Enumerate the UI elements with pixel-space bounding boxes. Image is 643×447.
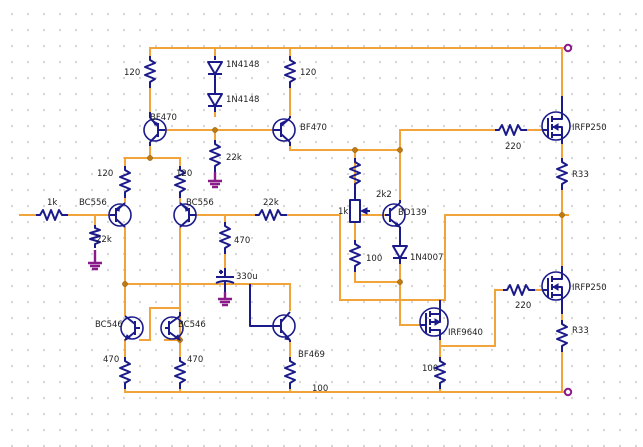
- diode-1n4148-b: [207, 80, 223, 112]
- transistor-bc546-right: [160, 312, 184, 341]
- transistor-bc546-left: [120, 315, 144, 341]
- label-q-irf9640: IRF9640: [448, 328, 483, 338]
- junction: [147, 155, 153, 161]
- label-q-bc556-right: BC556: [186, 198, 214, 208]
- label-r-22k-left: 22k: [96, 235, 112, 245]
- label-q-bf469: BF469: [298, 350, 325, 360]
- junctions: [122, 127, 565, 343]
- ground-symbol: [208, 172, 222, 189]
- ground-symbol: [88, 250, 102, 271]
- transistor-bf469: [249, 284, 296, 342]
- resistor-220-bottom: [503, 284, 535, 296]
- resistor-22k-mid: [209, 140, 221, 172]
- wires: [19, 47, 569, 393]
- label-r-220-top: 220: [505, 142, 521, 152]
- resistor-120-b: [174, 166, 186, 198]
- label-q-bc546-right: BC546: [178, 320, 206, 330]
- resistor-1k-input: [36, 209, 68, 221]
- label-d1: 1N4148: [226, 60, 259, 70]
- label-r-top1: 120: [124, 68, 140, 78]
- capacitor-330u: [215, 268, 235, 292]
- label-r-r33-top: R33: [572, 170, 589, 180]
- diode-1n4148-a: [207, 56, 223, 80]
- label-r-2k2: 2k2: [376, 190, 392, 200]
- junction: [559, 212, 565, 218]
- resistor-470-right: [174, 357, 186, 389]
- label-r-r33-bot: R33: [572, 326, 589, 336]
- resistor-r33-bottom: [556, 320, 568, 352]
- junction: [397, 279, 403, 285]
- potentiometer-1k[interactable]: [349, 190, 370, 223]
- label-q-bf470-right: BF470: [300, 123, 327, 133]
- mosfet-irfp250-top: [541, 96, 571, 144]
- label-r-22k-fb: 22k: [263, 198, 279, 208]
- label-q-bc546-left: BC546: [95, 320, 123, 330]
- transistor-bf470-left: [143, 112, 167, 146]
- label-q-irfp250-bot: IRFP250: [572, 283, 607, 293]
- label-r-100-mid: 100: [366, 254, 382, 264]
- transistor-bd139: [382, 200, 406, 240]
- label-q-bd139: BD139: [398, 208, 427, 218]
- label-r-100-bottom: 100: [312, 384, 328, 394]
- label-r-470-left: 470: [103, 355, 119, 365]
- mosfet-irf9640: [419, 300, 449, 340]
- diode-1n4007: [392, 240, 408, 264]
- transistor-bc556-left: [108, 202, 132, 228]
- label-r-1k-in: 1k: [47, 198, 57, 208]
- label-cap: 330u: [236, 272, 258, 282]
- junction: [212, 127, 218, 133]
- junction: [352, 147, 358, 153]
- label-q-irfp250-top: IRFP250: [572, 123, 607, 133]
- resistor-470-mid: [219, 222, 231, 254]
- resistor-220-top: [495, 124, 527, 136]
- junction: [122, 281, 128, 287]
- transistor-bc556-right: [173, 202, 197, 228]
- label-r-120-b: 120: [176, 169, 192, 179]
- label-d2: 1N4148: [226, 95, 259, 105]
- label-r-470-right: 470: [187, 355, 203, 365]
- label-r-100-src: 100: [422, 364, 438, 374]
- junction: [397, 147, 403, 153]
- ground-symbol: [218, 292, 232, 307]
- terminal-bottom[interactable]: [563, 387, 573, 397]
- label-r-470-mid: 470: [234, 236, 250, 246]
- resistor-120-top-right: [284, 56, 296, 88]
- label-r-22k-mid: 22k: [226, 153, 242, 163]
- label-r-120-a: 120: [97, 169, 113, 179]
- transistor-bf470-right: [272, 116, 296, 146]
- resistor-100-mid: [349, 240, 361, 272]
- label-r-220-bot: 220: [515, 301, 531, 311]
- resistor-470-left: [119, 357, 131, 389]
- terminal-top[interactable]: [563, 43, 573, 53]
- resistor-100-source: [434, 357, 446, 389]
- labels: 120 1N4148 1N4148 120 BF470 BF470 22k 12…: [47, 60, 607, 394]
- resistor-r33-top: [556, 158, 568, 190]
- label-q-bf470-left: BF470: [150, 113, 177, 123]
- label-d-1n4007: 1N4007: [410, 253, 443, 263]
- label-q-bc556-left: BC556: [79, 198, 107, 208]
- resistor-2k2-top: [349, 158, 361, 190]
- resistor-22k-feedback: [255, 209, 287, 221]
- resistor-100-bottom: [284, 357, 296, 389]
- label-r-top2: 120: [300, 68, 316, 78]
- label-pot-1k: 1k: [338, 207, 348, 217]
- resistor-120-top-left: [144, 56, 156, 88]
- mosfet-irfp250-bottom: [541, 266, 571, 314]
- resistor-22k-left: [89, 225, 101, 248]
- resistor-120-a: [119, 166, 131, 198]
